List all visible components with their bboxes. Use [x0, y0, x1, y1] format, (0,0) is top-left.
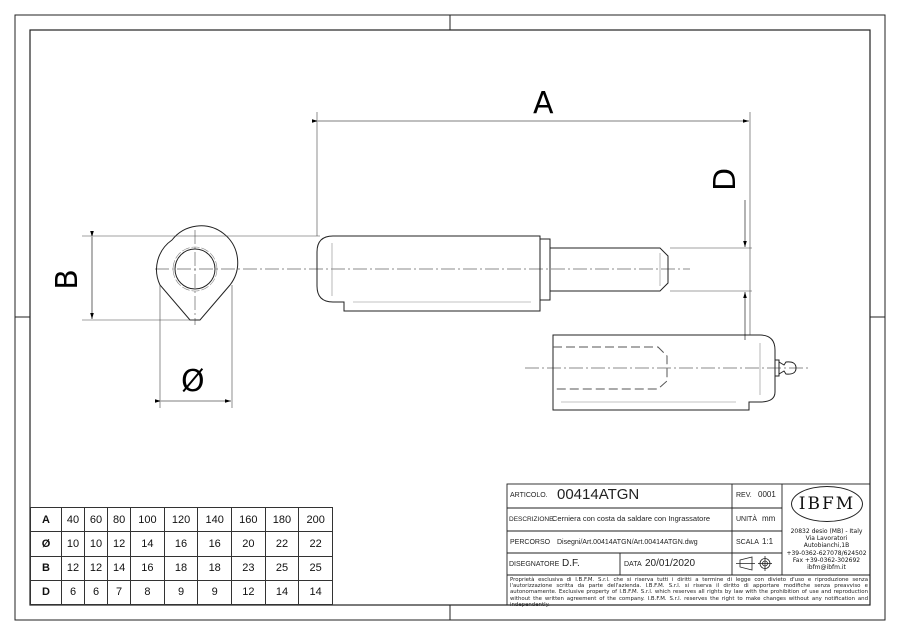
size-table-cell: 16	[130, 555, 165, 581]
size-table-cell: 22	[264, 531, 300, 557]
unita-value: mm	[762, 514, 776, 523]
percorso-label: PERCORSO	[510, 539, 551, 546]
descrizione-label: DESCRIZIONE	[509, 516, 554, 523]
size-table-cell: 6	[60, 579, 86, 606]
size-table-row-label: A	[30, 506, 62, 533]
size-table-cell: 10	[84, 531, 109, 557]
dimension-d-label: D	[708, 167, 744, 192]
data-label: DATA	[624, 561, 642, 568]
legal-notice: Proprietà esclusiva di I.B.F.M. S.r.l. c…	[510, 577, 868, 608]
size-table-cell: 25	[264, 555, 300, 581]
size-table-cell: 80	[107, 506, 132, 533]
rev-label: REV.	[736, 492, 752, 499]
percorso-value: Disegni/Art.00414ATGN/Art.00414ATGN.dwg	[557, 539, 698, 546]
disegnatore-label: DISEGNATORE	[509, 561, 560, 568]
size-table-cell: 14	[107, 555, 132, 581]
size-table-cell: 14	[264, 579, 300, 606]
size-table-cell: 18	[197, 555, 233, 581]
rev-value: 0001	[758, 490, 776, 499]
size-table-cell: 140	[197, 506, 233, 533]
address-line: 20832 desio (MB) - Italy	[790, 528, 863, 535]
size-table-row-label: Ø	[30, 531, 62, 557]
size-table-cell: 40	[60, 506, 86, 533]
size-table-cell: 8	[130, 579, 165, 606]
size-table-cell: 14	[298, 579, 333, 606]
company-address: 20832 desio (MB) - Italy Via Lavoratori …	[783, 528, 870, 571]
size-table-cell: 18	[163, 555, 199, 581]
size-table-cell: 9	[197, 579, 233, 606]
size-table-cell: 120	[163, 506, 199, 533]
size-table-cell: 9	[163, 579, 199, 606]
scala-label: SCALA	[736, 539, 759, 546]
dimension-b-label: B	[49, 269, 85, 290]
sheet-frame	[14, 14, 886, 621]
size-table-cell: 16	[197, 531, 233, 557]
size-table-cell: 12	[107, 531, 132, 557]
size-table-cell: 20	[231, 531, 266, 557]
size-table-cell: 14	[130, 531, 165, 557]
address-line: +39-0362-627078/624502	[786, 549, 867, 557]
size-table-cell: 22	[298, 531, 333, 557]
centerlines	[155, 230, 810, 369]
end-view	[156, 225, 239, 321]
size-table-cell: 10	[60, 531, 86, 557]
size-table-cell: 25	[298, 555, 333, 581]
unita-label: UNITÀ	[736, 516, 757, 523]
size-table-row-label: B	[30, 555, 62, 581]
size-table-row-label: D	[30, 579, 62, 606]
projection-symbol-icon	[736, 556, 772, 571]
size-table-cell: 180	[264, 506, 300, 533]
hinge-pin-part	[316, 235, 669, 312]
data-value: 20/01/2020	[645, 558, 696, 569]
disegnatore-value: D.F.	[562, 558, 580, 569]
size-table-cell: 16	[163, 531, 199, 557]
size-table-cell: 100	[130, 506, 165, 533]
articolo-label: ARTICOLO.	[510, 492, 548, 499]
title-block-grid	[506, 483, 871, 606]
size-table-cell: 12	[231, 579, 266, 606]
size-table-cell: 6	[84, 579, 109, 606]
size-table-cell: 12	[60, 555, 86, 581]
address-line: Fax +39-0362-302692	[792, 556, 861, 564]
dimension-lines	[82, 112, 752, 408]
address-line: Via Lavoratori Autobianchi,1B	[803, 535, 850, 550]
size-table-cell: 200	[298, 506, 333, 533]
address-line: ibfm@ibfm.it	[807, 564, 846, 572]
dimension-a-label: A	[533, 86, 554, 121]
scala-value: 1:1	[762, 537, 774, 546]
ibfm-logo: IBFM	[791, 486, 863, 522]
size-table-cell: 60	[84, 506, 109, 533]
articolo-value: 00414ATGN	[557, 486, 640, 503]
descrizione-value: Cerniera con costa da saldare con Ingras…	[552, 514, 711, 523]
dimension-diameter-label: Ø	[181, 364, 205, 399]
size-table-cell: 12	[84, 555, 109, 581]
hinge-sleeve-part	[552, 334, 797, 411]
size-table-cell: 23	[231, 555, 266, 581]
size-table-cell: 7	[107, 579, 132, 606]
size-table-cell: 160	[231, 506, 266, 533]
